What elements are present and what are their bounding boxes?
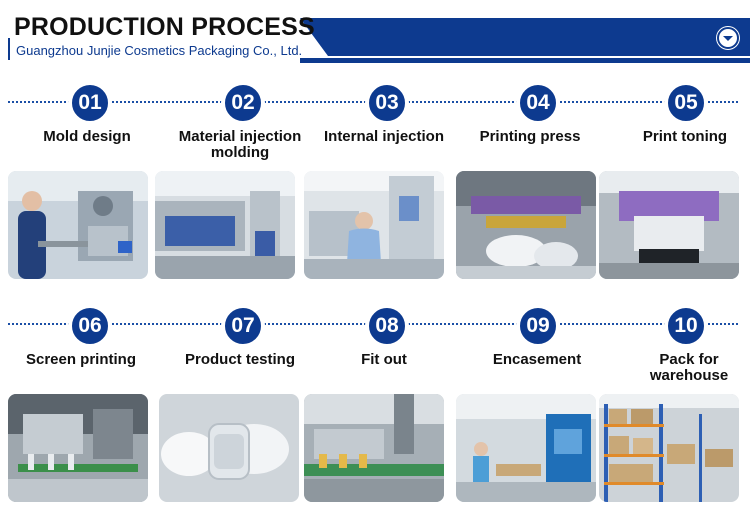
step-number-badge: 08 bbox=[366, 305, 408, 347]
step-label: Mold design bbox=[43, 128, 131, 145]
subtitle-rule bbox=[8, 38, 10, 60]
step-number-badge: 05 bbox=[665, 82, 707, 124]
step-label: Fit out bbox=[361, 351, 407, 368]
header-underline bbox=[300, 58, 750, 63]
step-number-badge: 07 bbox=[222, 305, 264, 347]
step-number-badge: 02 bbox=[222, 82, 264, 124]
scroll-down-button[interactable] bbox=[716, 26, 740, 50]
step-number-badge: 03 bbox=[366, 82, 408, 124]
mold-design-photo bbox=[8, 171, 148, 279]
step-number-badge: 01 bbox=[69, 82, 111, 124]
internal-injection-photo bbox=[304, 171, 444, 279]
print-toning-photo bbox=[599, 171, 739, 279]
fit-out-photo bbox=[304, 394, 444, 502]
screen-printing-photo bbox=[8, 394, 148, 502]
step-label: Encasement bbox=[492, 351, 582, 368]
step-label: Pack for warehouse bbox=[649, 351, 729, 384]
header-band bbox=[300, 18, 750, 56]
page-title: PRODUCTION PROCESS bbox=[14, 13, 315, 41]
encasement-photo bbox=[456, 394, 596, 502]
step-number-badge: 04 bbox=[517, 82, 559, 124]
step-number-badge: 09 bbox=[517, 305, 559, 347]
step-number-badge: 06 bbox=[69, 305, 111, 347]
product-testing-photo bbox=[159, 394, 299, 502]
step-label: Printing press bbox=[479, 128, 581, 145]
injection-molding-photo bbox=[155, 171, 295, 279]
printing-press-photo bbox=[456, 171, 596, 279]
step-label: Screen printing bbox=[25, 351, 137, 368]
step-label: Print toning bbox=[642, 128, 728, 145]
company-subtitle: Guangzhou Junjie Cosmetics Packaging Co.… bbox=[16, 43, 303, 58]
step-label: Material injection molding bbox=[178, 128, 302, 161]
chevron-down-circle-icon bbox=[717, 27, 739, 49]
warehouse-photo bbox=[599, 394, 739, 502]
step-number-badge: 10 bbox=[665, 305, 707, 347]
header: PRODUCTION PROCESS Guangzhou Junjie Cosm… bbox=[0, 0, 750, 64]
step-label: Internal injection bbox=[323, 128, 444, 145]
step-label: Product testing bbox=[184, 351, 295, 368]
